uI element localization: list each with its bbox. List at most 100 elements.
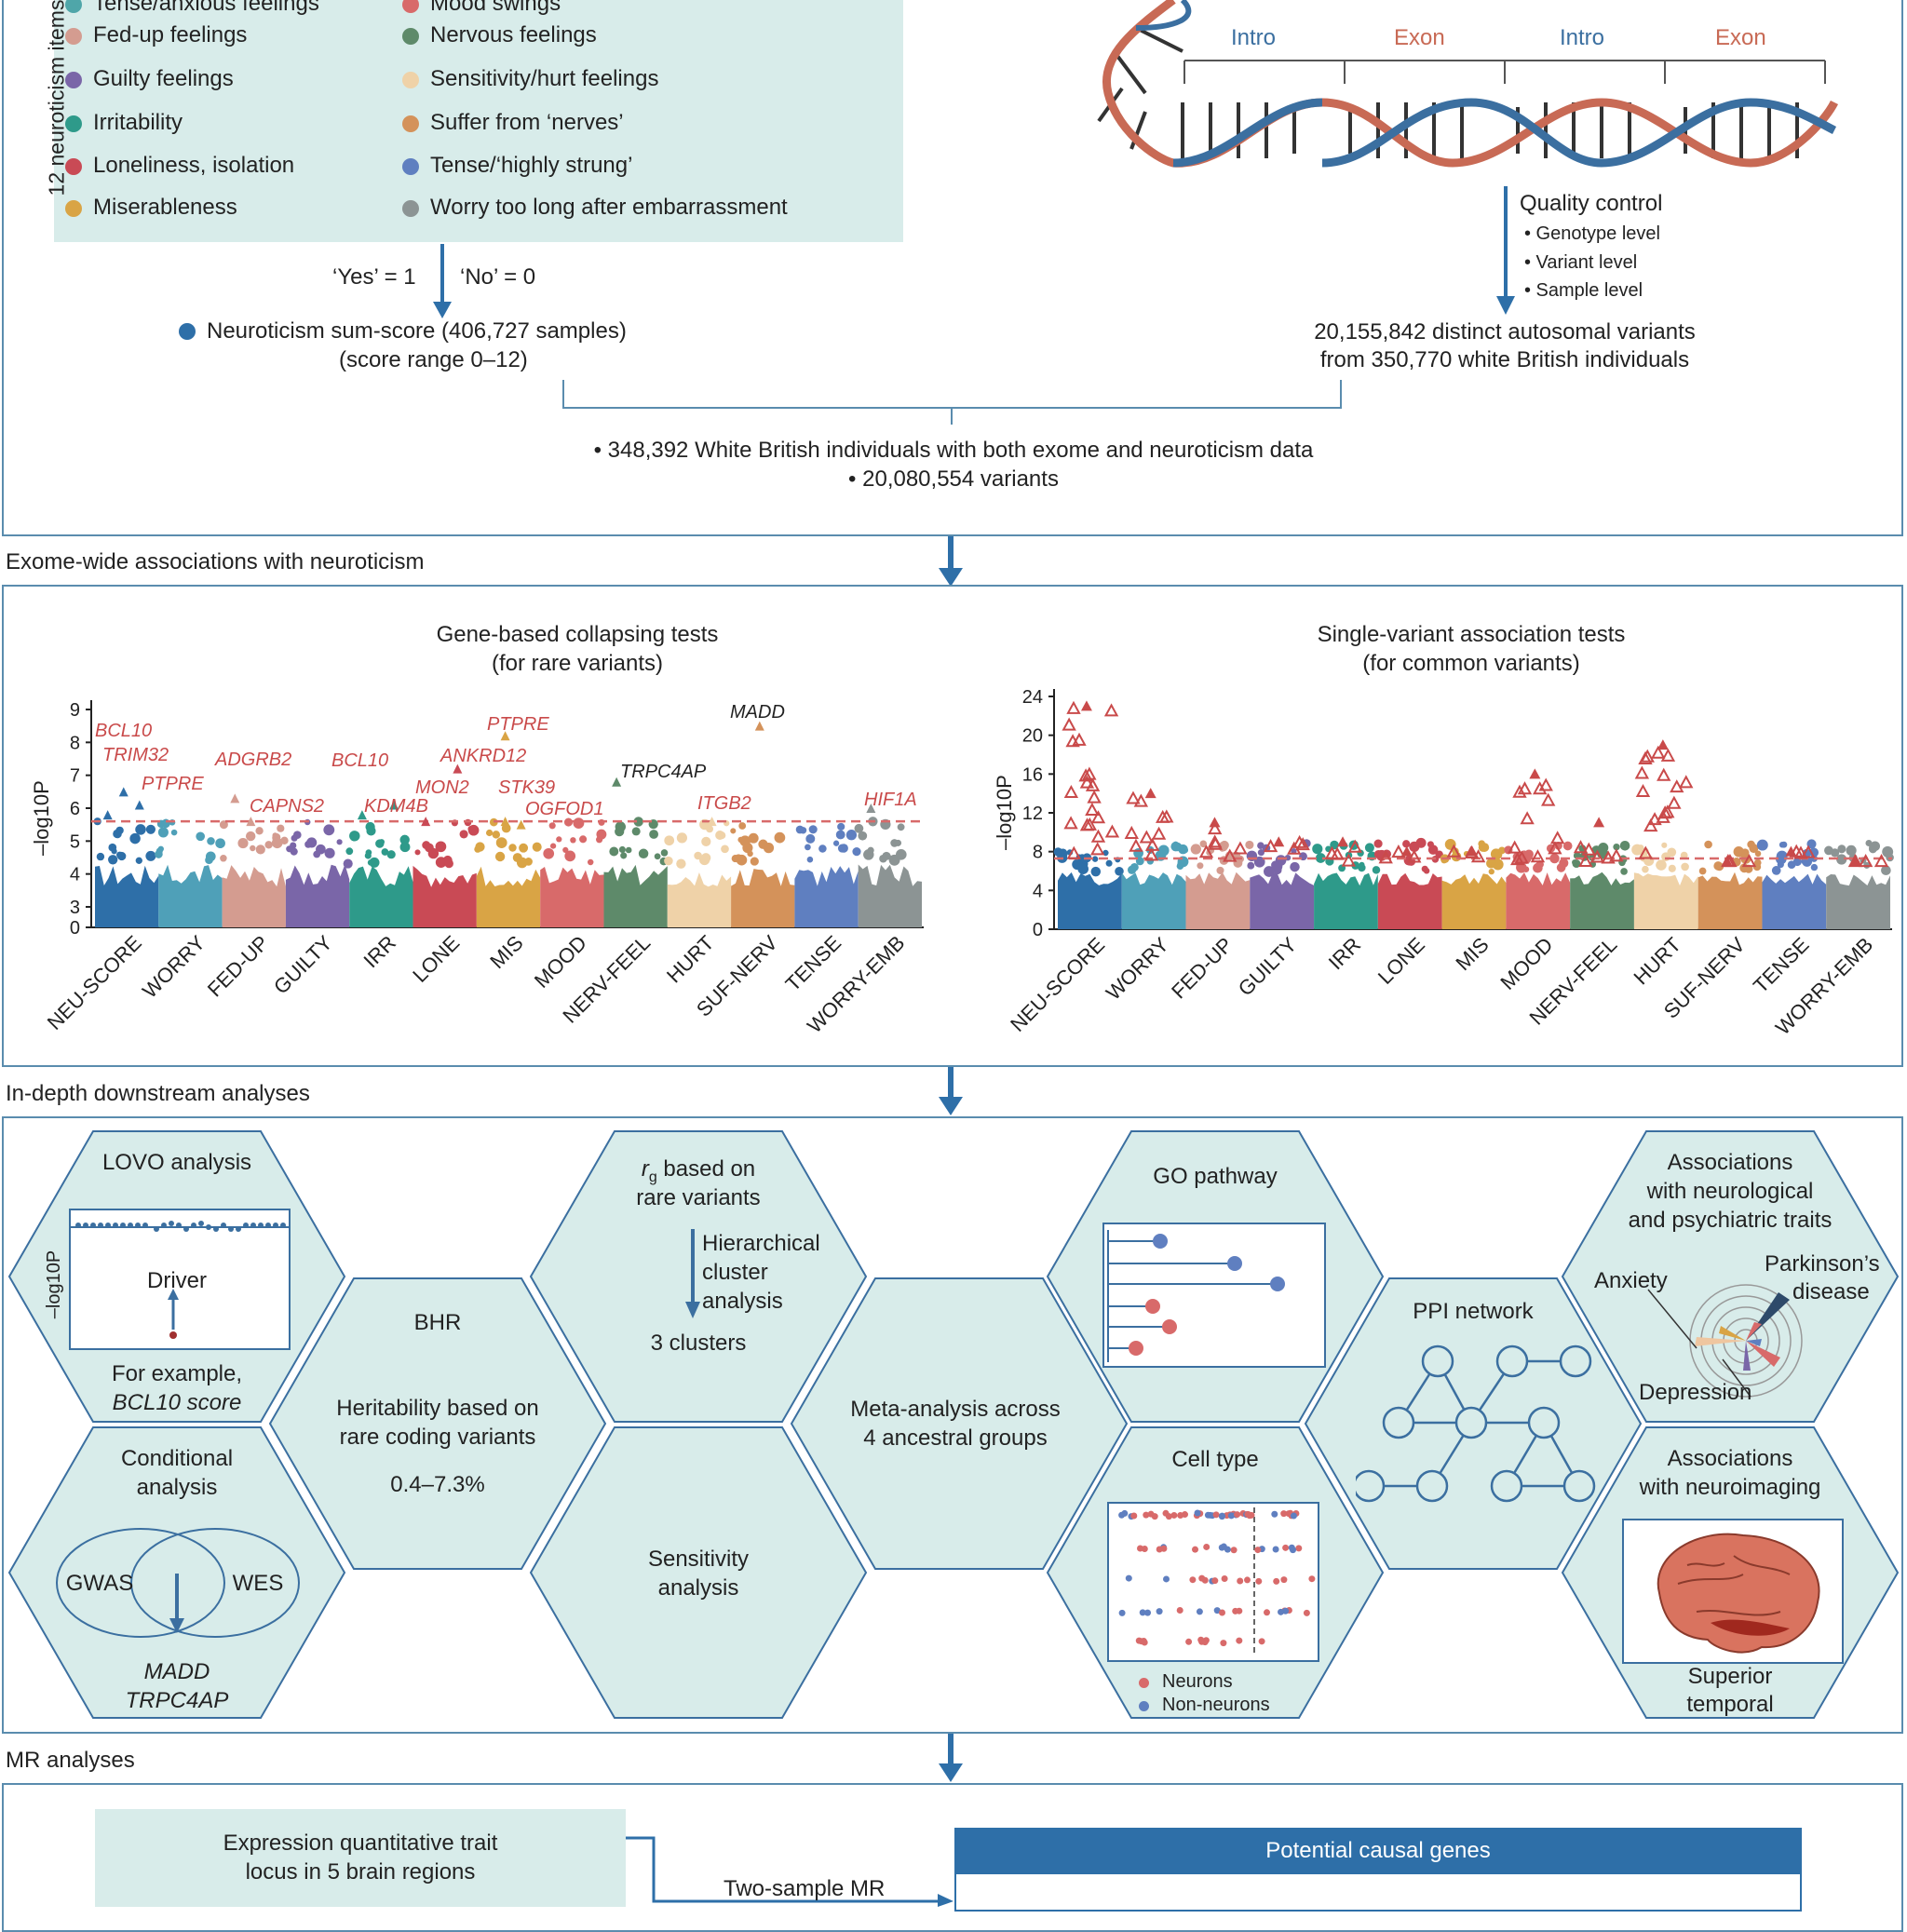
assoc-title2: with neurological [1646, 1179, 1814, 1204]
bhr-title: BHR [413, 1310, 462, 1335]
peak-variant [1593, 817, 1605, 828]
gene-label-ptpre-mis: PTPRE [487, 714, 549, 735]
lovo-mini-plot [69, 1209, 291, 1350]
data-point [1372, 866, 1381, 874]
significant-variant [1670, 779, 1684, 793]
significant-variant [1643, 817, 1658, 832]
data-point [649, 830, 659, 839]
point-cloud [1377, 872, 1442, 929]
data-point [1091, 856, 1099, 862]
category-label: HURT [662, 931, 719, 988]
arrow-down-icon [433, 244, 452, 318]
items-panel [54, 0, 903, 242]
eqtl-line1: Expression quantitative trait [223, 1831, 498, 1856]
neurons-legend-dot-icon [1139, 1678, 1149, 1688]
ppi-title: PPI network [1413, 1299, 1534, 1324]
neuro-title2: with neuroimaging [1639, 1475, 1821, 1500]
significant-variant [1072, 732, 1087, 746]
ppi-network-icon [1356, 1344, 1596, 1503]
data-point [549, 843, 557, 849]
data-point [676, 832, 688, 844]
category-label: MIS [485, 931, 527, 973]
data-point [157, 827, 169, 838]
data-point [414, 849, 421, 856]
point-cloud [285, 864, 350, 927]
celltype-dot [1245, 1511, 1252, 1519]
significant-variant [1470, 849, 1486, 863]
point-cloud [794, 866, 859, 927]
data-point [1402, 840, 1411, 848]
data-point [1881, 865, 1891, 875]
data-point [115, 826, 124, 835]
data-point [1713, 861, 1724, 871]
data-point [1680, 851, 1688, 859]
celltype-dot [1271, 1510, 1278, 1518]
data-point [1220, 840, 1229, 850]
data-point [1631, 844, 1643, 856]
celltype-dot [1170, 1511, 1178, 1519]
data-point [548, 822, 556, 830]
data-point [1806, 839, 1817, 849]
item-color-dot-icon [65, 199, 82, 217]
data-point [1197, 862, 1204, 870]
data-point [609, 846, 619, 857]
significant-variant [1208, 821, 1223, 835]
data-point [854, 823, 864, 833]
significant-variant [1510, 852, 1525, 866]
category-label: TENSE [781, 931, 846, 996]
celltype-dot-plot [1107, 1502, 1319, 1662]
data-point [1170, 842, 1181, 852]
data-point [292, 831, 302, 840]
no-label: ‘No’ = 0 [460, 264, 536, 290]
data-point [852, 847, 861, 857]
data-point [1620, 868, 1628, 875]
significant-variant [1087, 790, 1102, 804]
significant-variant [1407, 849, 1422, 863]
eqtl-box [95, 1809, 626, 1907]
left-chart-title2: (for rare variants) [491, 651, 664, 676]
data-point [271, 837, 283, 849]
data-point [474, 845, 481, 853]
trait-pointer-lines [1647, 1289, 1751, 1398]
significant-variant [1287, 841, 1302, 855]
significant-variant [1066, 700, 1081, 714]
data-point [1562, 841, 1573, 851]
data-point [1053, 847, 1063, 857]
significant-variant [1263, 839, 1278, 853]
data-point [205, 856, 213, 865]
category-label: NEU-SCORE [1006, 933, 1109, 1036]
data-point [399, 834, 410, 845]
celltype-dot [1218, 1544, 1225, 1551]
go-lollipop-plot [1102, 1223, 1326, 1368]
data-point [255, 827, 264, 835]
celltype-dot [1303, 1609, 1310, 1616]
brain-image-icon [1622, 1519, 1844, 1664]
y-tick-label: 9 [70, 700, 80, 721]
item-label: Worry too long after embarrassment [430, 195, 788, 220]
category-label: MOOD [530, 931, 591, 993]
lovo-ylabel: –log10P [44, 1250, 65, 1319]
data-point [587, 858, 594, 866]
celltype-dot [1151, 1513, 1158, 1520]
point-cloud [1121, 872, 1186, 929]
significant-variant [1295, 837, 1310, 851]
significant-variant [1090, 829, 1106, 843]
celltype-dot [1236, 1637, 1243, 1644]
data-point [272, 832, 278, 839]
clusters-label: 3 clusters [650, 1331, 747, 1356]
y-tick-label: 20 [1022, 726, 1043, 747]
data-point [654, 853, 661, 860]
data-point [1257, 842, 1265, 850]
y-tick-label: 8 [70, 733, 80, 753]
significant-variant [1601, 850, 1616, 864]
point-cloud [1697, 871, 1763, 929]
category-label: FED-UP [203, 931, 274, 1002]
sup-temporal-label2: temporal [1686, 1692, 1774, 1717]
dna-segment-brackets [1183, 60, 1826, 84]
celltype-dot [1308, 1575, 1316, 1583]
significant-variant [1085, 802, 1100, 817]
significant-variant [1208, 836, 1224, 850]
data-point [1264, 866, 1275, 877]
data-point [157, 845, 164, 852]
significant-variant [1063, 784, 1079, 799]
